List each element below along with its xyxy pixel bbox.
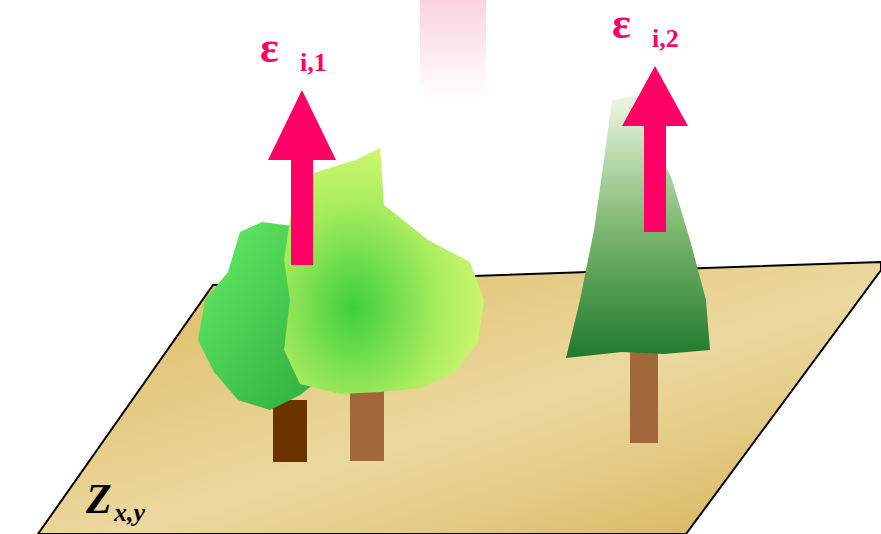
subscript-label: x,y <box>114 500 145 526</box>
symbol-label: ε <box>612 2 631 46</box>
symbol-label: ε <box>260 26 279 70</box>
upward-arrow <box>268 90 336 265</box>
upward-arrow <box>622 66 688 232</box>
tree-trunk <box>350 385 384 461</box>
faint-glow <box>420 0 486 100</box>
bush <box>284 148 484 394</box>
conifer <box>566 96 710 358</box>
subscript-label: i,2 <box>652 26 679 52</box>
symbol-label: Z <box>86 478 112 520</box>
subscript-label: i,1 <box>300 50 327 76</box>
tree-trunk <box>630 345 658 443</box>
tree-trunk <box>273 400 307 462</box>
